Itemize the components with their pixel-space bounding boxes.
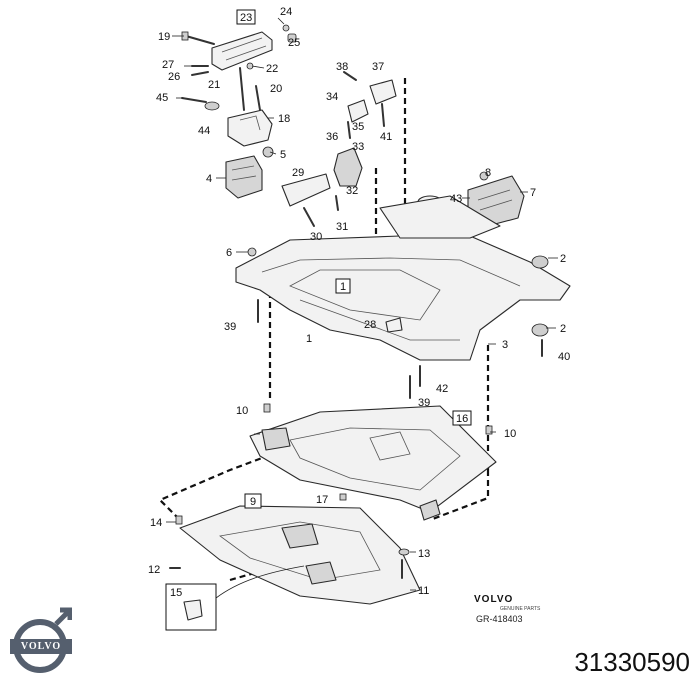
callout-labels: 19 23 24 25 27 26 22 21 20 45 44 18 5 4 … [148, 6, 570, 599]
part-number: 31330590 [574, 647, 690, 677]
callout-44: 44 [198, 125, 210, 137]
callout-34: 34 [326, 91, 338, 103]
front-subframe [235, 195, 571, 399]
callout-leader-lines [166, 17, 558, 591]
callout-4: 4 [206, 173, 212, 185]
callout-22: 22 [266, 63, 278, 75]
callout-24: 24 [280, 6, 292, 18]
callout-3: 3 [502, 339, 508, 351]
engine-mount-assembly [181, 24, 297, 199]
callout-2-lower: 2 [560, 323, 566, 335]
callout-39-upper: 39 [224, 321, 236, 333]
callout-36: 36 [326, 131, 338, 143]
callout-5: 5 [280, 149, 286, 161]
callout-38: 38 [336, 61, 348, 73]
callout-10-left: 10 [236, 405, 248, 417]
callout-16-boxed: 16 [456, 413, 468, 425]
callout-17: 17 [316, 494, 328, 506]
upper-splash-shield [249, 403, 497, 521]
callout-37: 37 [372, 61, 384, 73]
callout-7: 7 [530, 187, 536, 199]
callout-1: 1 [306, 333, 312, 345]
torque-rod-assembly [281, 71, 397, 227]
lower-splash-shield [169, 493, 421, 605]
callout-33: 33 [352, 141, 364, 153]
callout-14: 14 [150, 517, 162, 529]
callout-32: 32 [346, 185, 358, 197]
callout-6: 6 [226, 247, 232, 259]
callout-8: 8 [485, 167, 491, 179]
callout-40: 40 [558, 351, 570, 363]
callout-30: 30 [310, 231, 322, 243]
callout-12: 12 [148, 564, 160, 576]
brand-name: VOLVO [474, 594, 514, 605]
volvo-iron-mark-icon: VOLVO [10, 606, 73, 686]
callout-21: 21 [208, 79, 220, 91]
callout-20: 20 [270, 83, 282, 95]
callout-10-right: 10 [504, 428, 516, 440]
callout-43: 43 [450, 193, 462, 205]
callout-15: 15 [170, 587, 182, 599]
callout-11: 11 [418, 585, 429, 597]
callout-19: 19 [158, 31, 170, 43]
callout-28: 28 [364, 319, 376, 331]
callout-23: 23 [240, 12, 252, 24]
callout-31: 31 [336, 221, 348, 233]
callout-18: 18 [278, 113, 290, 125]
callout-2-upper: 2 [560, 253, 566, 265]
callout-25: 25 [288, 37, 300, 49]
callout-26: 26 [168, 71, 180, 83]
callout-13: 13 [418, 548, 430, 560]
callout-45: 45 [156, 92, 168, 104]
clip-inset-box [165, 565, 305, 631]
drawing-reference: GR-418403 [476, 614, 523, 624]
callout-9-boxed: 9 [250, 496, 256, 508]
callout-35: 35 [352, 121, 364, 133]
callout-42: 42 [436, 383, 448, 395]
brand-subtitle: GENUINE PARTS [500, 606, 541, 612]
callout-27: 27 [162, 59, 174, 71]
callout-1-boxed: 1 [340, 281, 346, 293]
callout-41: 41 [380, 131, 392, 143]
callout-29: 29 [292, 167, 304, 179]
callout-39-lower: 39 [418, 397, 430, 409]
